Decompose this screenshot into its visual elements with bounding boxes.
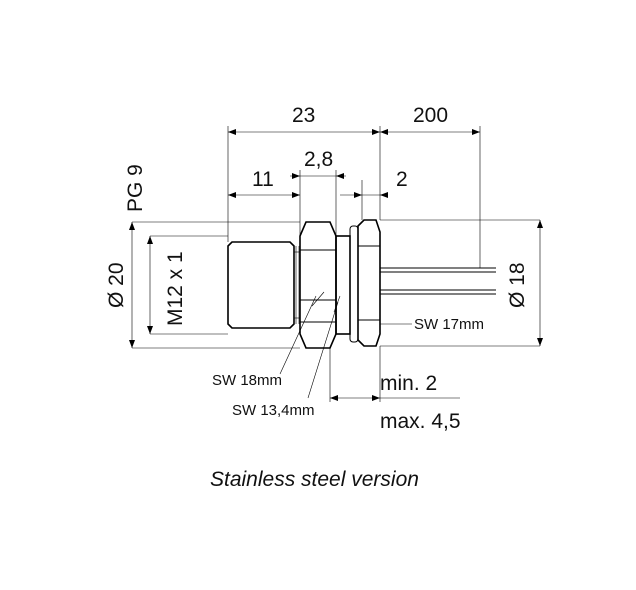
connector-body: [227, 219, 496, 349]
pg-label: PG 9: [124, 164, 147, 212]
thread-label: M12 x 1: [164, 251, 187, 326]
sw-small-nut-label: SW 17mm: [414, 316, 484, 333]
dim-flange-diameter: Ø 18: [506, 262, 529, 308]
dim-thread-length: 11: [252, 168, 274, 191]
panel-max-label: max. 4,5: [380, 410, 461, 433]
panel-min-label: min. 2: [380, 372, 437, 395]
dimension-lines: [129, 129, 543, 401]
dim-nut-width: 2,8: [304, 148, 333, 171]
dim-overall-length: 23: [292, 104, 315, 127]
caption: Stainless steel version: [210, 468, 419, 491]
sw-body-label: SW 13,4mm: [232, 402, 315, 419]
extension-lines: [132, 126, 540, 402]
sw-nut-label: SW 18mm: [212, 372, 282, 389]
dim-cable-length: 200: [413, 104, 448, 127]
dim-outer-diameter: Ø 20: [105, 262, 128, 308]
dim-flange-width: 2: [396, 168, 408, 191]
